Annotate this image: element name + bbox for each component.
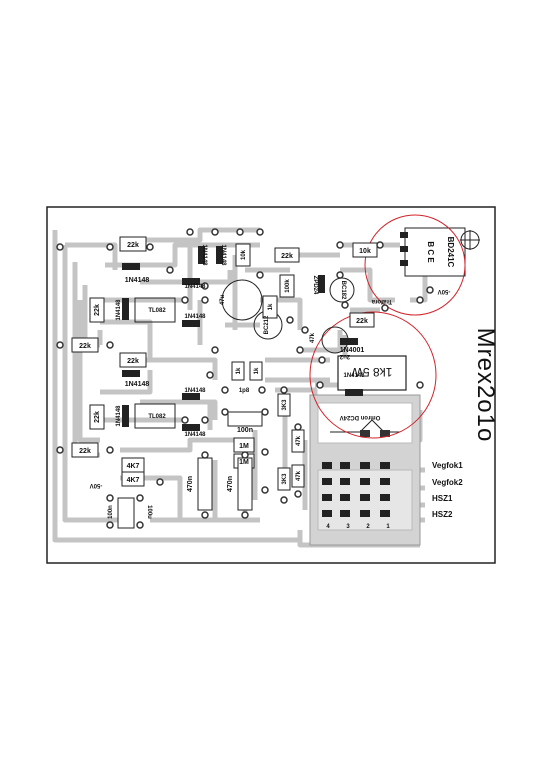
diode-1n4001-label: 1N4001 — [340, 347, 365, 354]
diode-1n4148-i-label: 1N4148 — [201, 244, 207, 266]
mark-circle-transistor — [364, 214, 466, 316]
r10k-a-label: 10k — [359, 248, 371, 255]
r22k-a-label: 22k — [127, 242, 139, 249]
power-transistor-pins: B C E — [426, 241, 435, 263]
relay-pin-2: 2 — [366, 524, 370, 530]
r3k3-b-label: 3K3 — [282, 473, 288, 485]
r100k-label: 100k — [285, 279, 291, 293]
diode-bodies — [122, 246, 363, 431]
c1p8-label: 1p8 — [239, 388, 250, 394]
r3k3-a-label: 3K3 — [282, 399, 288, 411]
c47u-label: 47u — [220, 294, 226, 305]
vegfok2-label: Vegfok2 — [432, 478, 463, 487]
c100n-a-label: 100n — [237, 427, 253, 434]
r1k-b-label: 1k — [236, 367, 242, 374]
power-transistor-name: BD241C — [446, 237, 455, 268]
ic-footprints — [134, 297, 176, 429]
relay-pin-3: 3 — [346, 524, 350, 530]
r22k-g-label: 22k — [281, 253, 293, 260]
vegfok1-label: Vegfok1 — [432, 461, 463, 470]
transistor-bc212-label: BC212 — [264, 315, 270, 334]
c100u-label: 100u — [146, 505, 152, 519]
ic-tl082-b-label: TL082 — [148, 414, 166, 420]
c470n-a-label: 470n — [187, 476, 194, 492]
diode-1n4148-g-label: 1N4148 — [116, 299, 122, 321]
diode-1n4148-h-label: 1N4148 — [116, 405, 122, 427]
diode-1n4148-f-label: 1N4148 — [184, 432, 206, 438]
diode-1n4148-e-label: 1N4148 — [184, 388, 206, 394]
diode-1n4148-a-label: 1N4148 — [125, 277, 150, 284]
board-title: Mrex2o1o — [472, 328, 499, 443]
r47k-b-label: 47k — [296, 470, 302, 481]
relay-pads — [322, 462, 390, 517]
trafo-label: Trafora — [371, 298, 392, 304]
r47k-a-label: 47k — [296, 435, 302, 446]
copper-traces — [52, 227, 433, 548]
r1k-c-label: 1k — [254, 367, 260, 374]
relay-pin-4: 4 — [326, 524, 330, 530]
r4k7-b-label: 4K7 — [127, 477, 140, 484]
r1m-b-label: 1M — [239, 459, 249, 466]
supply-label-b: -50V — [90, 482, 103, 488]
transistor-bc182-label: BC182 — [340, 281, 346, 300]
r22k-f-label: 22k — [79, 448, 91, 455]
r10k-b-label: 10k — [241, 249, 247, 260]
c470n-b-label: 470n — [227, 476, 234, 492]
hsz1-label: HSZ1 — [432, 494, 453, 503]
r22k-d-label: 22k — [127, 358, 139, 365]
diode-1n4148-b-label: 1N4148 — [125, 381, 150, 388]
r47k-c-label: 47k — [310, 332, 316, 343]
r22k-h-label: 22k — [356, 318, 368, 325]
zener-label: ZPD24 — [312, 276, 318, 295]
r1m-a-label: 1M — [239, 443, 249, 450]
supply-label-a: -50V — [438, 288, 451, 294]
diode-1n4148-c-label: 1N4148 — [184, 284, 206, 290]
diode-1n4148-d-label: 1N4148 — [184, 314, 206, 320]
r22k-b-label: 22k — [94, 304, 101, 316]
power-resistor-label: 1k8 5W — [351, 365, 392, 379]
power-transistor — [400, 227, 480, 277]
diode-1n4148-j-label: 1N4148 — [220, 244, 226, 266]
relay-label: Omron DC24V — [340, 414, 381, 420]
r1k-a-label: 1k — [268, 303, 274, 310]
r22k-c-label: 22k — [79, 343, 91, 350]
mark-circle-resistor — [309, 311, 437, 439]
ic-tl082-a-label: TL082 — [148, 308, 166, 314]
cap-bodies — [117, 411, 263, 529]
power-resistor-body — [337, 355, 407, 391]
hsz2-label: HSZ2 — [432, 510, 453, 519]
relay-pin-1: 1 — [386, 524, 390, 530]
r4k7-a-label: 4K7 — [127, 463, 140, 470]
diode-1n4148-k-label: 1N4148 — [343, 373, 365, 379]
r22k-e-label: 22k — [94, 411, 101, 423]
c2u2-label: 2u2 — [339, 353, 350, 359]
pads — [56, 228, 434, 529]
resistor-bodies — [71, 236, 378, 491]
c100n-b-label: 100n — [108, 505, 114, 519]
